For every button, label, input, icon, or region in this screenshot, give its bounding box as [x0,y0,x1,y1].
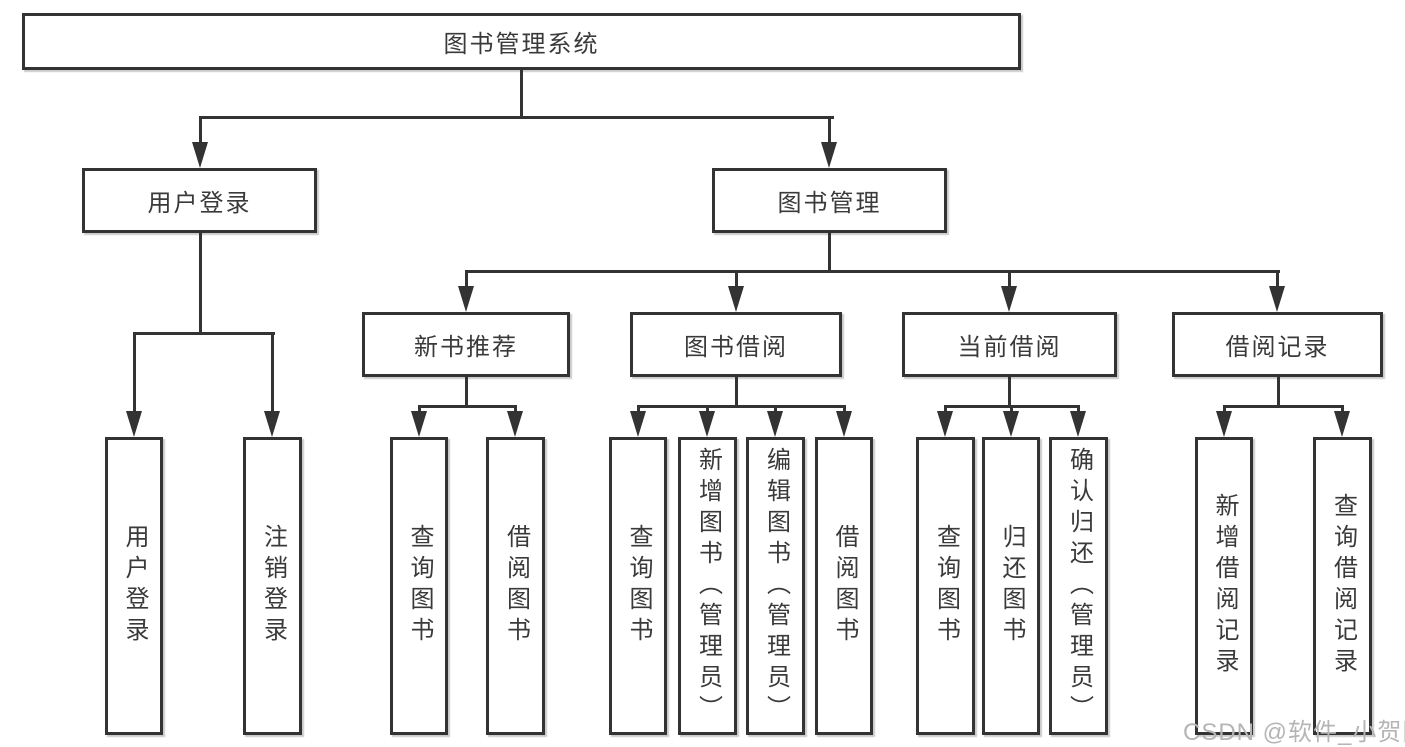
leaf-cb-confirm-return-admin: 确认归还（管理员） [1049,437,1108,735]
arrow-down-icon [192,142,208,168]
arrow-down-icon [1216,411,1232,437]
node-root: 图书管理系统 [22,13,1021,70]
connector-line [417,405,517,408]
leaf-nb-borrow-books-label: 借阅图书 [502,524,530,648]
connector-line [1276,377,1280,407]
leaf-nb-query-books-label: 查询图书 [406,524,433,648]
leaf-bb-borrow-books: 借阅图书 [815,437,873,735]
arrow-down-icon [836,411,852,437]
leaf-cb-confirm-return-admin-label: 确认归还（管理员） [1065,446,1093,726]
leaf-user-login: 用户登录 [105,437,163,735]
node-current-borrowing: 当前借阅 [902,312,1117,377]
leaf-br-query-record: 查询借阅记录 [1313,437,1372,735]
connector-line [827,233,831,272]
leaf-logout-label: 注销登录 [259,524,287,648]
leaf-logout: 注销登录 [243,437,302,735]
arrow-down-icon [767,411,783,437]
arrow-down-icon [1070,411,1086,437]
arrow-down-icon [821,142,837,168]
leaf-br-add-record: 新增借阅记录 [1195,437,1253,735]
connector-line [464,269,1280,273]
arrow-down-icon [630,411,646,437]
connector-line [519,70,523,117]
leaf-cb-return-books-label: 归还图书 [998,524,1025,648]
leaf-bb-edit-books-admin-label: 编辑图书（管理员） [762,446,790,726]
leaf-br-add-record-label: 新增借阅记录 [1211,493,1238,679]
connector-line [734,377,738,407]
arrow-down-icon [699,411,715,437]
node-new-book-recommend-label: 新书推荐 [414,334,518,361]
leaf-cb-query-books-label: 查询图书 [932,524,960,648]
arrow-down-icon [1003,411,1019,437]
leaf-bb-add-books-admin: 新增图书（管理员） [678,437,737,735]
node-user-login: 用户登录 [82,168,317,233]
node-borrow-records-label: 借阅记录 [1225,334,1330,361]
node-borrow-records: 借阅记录 [1172,312,1383,377]
node-root-label: 图书管理系统 [443,31,600,58]
node-new-book-recommend: 新书推荐 [362,312,570,377]
arrow-down-icon [411,411,427,437]
leaf-cb-query-books: 查询图书 [916,437,975,735]
arrow-down-icon [458,286,474,312]
arrow-down-icon [1001,286,1017,312]
connector-arrow-stem [198,118,202,146]
watermark: CSDN @软件_小贺同学 [1183,719,1405,746]
leaf-bb-query-books: 查询图书 [609,437,667,735]
arrow-down-icon [264,411,280,437]
leaf-nb-query-books: 查询图书 [390,437,448,735]
connector-line [198,233,202,334]
connector-arrow-stem [132,334,136,415]
node-book-borrowing: 图书借阅 [630,312,842,377]
leaf-cb-return-books: 归还图书 [982,437,1040,735]
arrow-down-icon [728,286,744,312]
arrow-down-icon [507,411,523,437]
leaf-bb-edit-books-admin: 编辑图书（管理员） [746,437,805,735]
arrow-down-icon [937,411,953,437]
connector-line [636,405,846,408]
leaf-user-login-label: 用户登录 [121,524,148,648]
node-book-borrowing-label: 图书借阅 [684,334,788,361]
connector-arrow-stem [734,272,738,290]
leaf-br-query-record-label: 查询借阅记录 [1329,493,1357,679]
connector-arrow-stem [464,272,468,290]
arrow-down-icon [1334,411,1350,437]
leaf-bb-add-books-admin-label: 新增图书（管理员） [694,446,722,726]
connector-line [464,377,468,407]
connector-arrow-stem [1007,272,1011,290]
node-user-login-label: 用户登录 [147,190,252,217]
connector-line [198,115,834,119]
node-book-management-label: 图书管理 [777,190,882,217]
arrow-down-icon [126,411,142,437]
node-book-management: 图书管理 [712,168,947,233]
connector-arrow-stem [1275,272,1279,290]
leaf-bb-query-books-label: 查询图书 [625,524,652,648]
leaf-bb-borrow-books-label: 借阅图书 [831,524,858,648]
arrow-down-icon [1269,286,1285,312]
connector-line [943,405,1080,408]
connector-line [132,331,275,335]
connector-arrow-stem [270,334,274,415]
leaf-nb-borrow-books: 借阅图书 [486,437,545,735]
connector-line [1007,377,1011,407]
connector-arrow-stem [827,118,831,146]
node-current-borrowing-label: 当前借阅 [957,334,1062,361]
connector-line [1222,405,1344,408]
